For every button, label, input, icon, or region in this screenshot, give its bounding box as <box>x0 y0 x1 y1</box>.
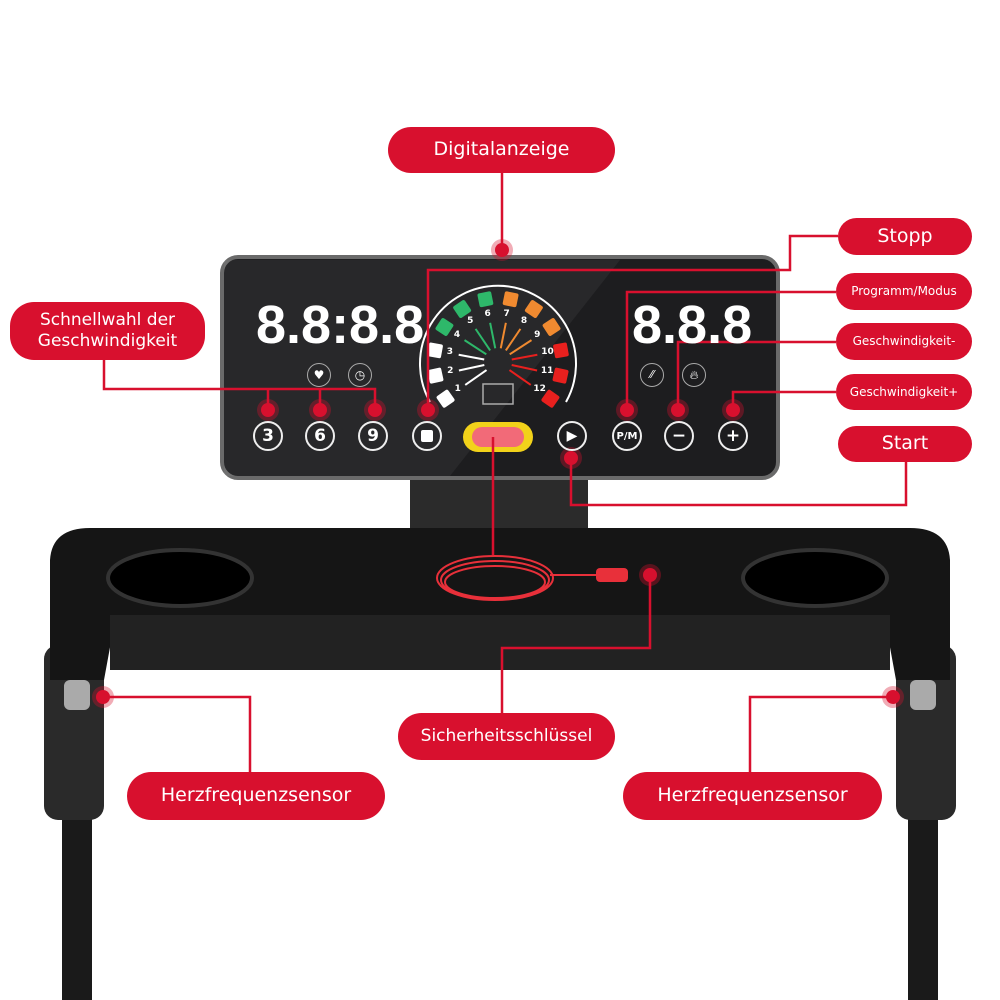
gauge-tick-label: 5 <box>467 316 474 327</box>
label-schnellwahl: Schnellwahl der Geschwindigkeit <box>10 302 205 360</box>
label-start: Start <box>838 426 972 462</box>
speed-minus-button[interactable]: − <box>664 421 694 451</box>
minus-icon: − <box>671 426 687 446</box>
speed-plus-button[interactable]: + <box>718 421 748 451</box>
label-stopp: Stopp <box>838 218 972 255</box>
runner-icon <box>482 383 514 405</box>
play-icon: ▶ <box>566 428 578 444</box>
gauge-line <box>505 328 522 351</box>
gauge-tick-label: 9 <box>534 329 541 340</box>
gauge-tick-label: 4 <box>453 329 461 340</box>
gauge-line <box>511 353 538 361</box>
label-programm-modus: Programm/Modus <box>836 273 972 310</box>
left-cup-holder <box>106 548 254 608</box>
gauge-segment <box>453 300 472 318</box>
gauge-tick-label: 3 <box>446 347 454 358</box>
quick-speed-6-button[interactable]: 6 <box>305 421 335 451</box>
speed-readout: 8.8.8 <box>632 295 753 355</box>
gauge-segment <box>427 367 444 384</box>
left-heart-sensor <box>64 680 90 710</box>
gauge-segment <box>541 389 560 408</box>
gauge-segment <box>524 300 543 318</box>
heart-icon: ♥ <box>307 363 331 387</box>
gauge-tick-label: 6 <box>484 308 491 319</box>
gauge-tick-label: 11 <box>540 366 554 377</box>
label-digitalanzeige: Digitalanzeige <box>388 127 615 173</box>
calories-flame-icon: 🔥︎ <box>682 363 706 387</box>
gauge-tick-label: 8 <box>520 316 528 327</box>
gauge-line <box>458 363 485 372</box>
marker-dots <box>96 243 900 704</box>
distance-icon: ⁄⁄ <box>640 363 664 387</box>
gauge-line <box>508 369 532 386</box>
console-deck <box>50 528 950 680</box>
gauge-tick-label: 1 <box>454 383 461 394</box>
right-cup-holder <box>741 548 889 608</box>
right-heart-sensor <box>910 680 936 710</box>
gauge-segment <box>477 291 494 308</box>
label-herzfrequenzsensor-right: Herzfrequenzsensor <box>623 772 882 820</box>
label-geschwindigkeit-plus: Geschwindigkeit+ <box>836 374 972 410</box>
gauge-line <box>509 339 533 356</box>
clock-icon: ◷ <box>348 363 372 387</box>
stop-button[interactable] <box>412 421 442 451</box>
gauge-tick-label: 2 <box>447 366 454 377</box>
gauge-line <box>489 322 497 349</box>
gauge-tick-label: 7 <box>503 308 510 319</box>
quick-speed-3-button[interactable]: 3 <box>253 421 283 451</box>
program-mode-button[interactable]: P/M <box>612 421 642 451</box>
gauge-tick-label: 10 <box>541 347 554 358</box>
gauge-segment <box>542 318 561 336</box>
gauge-line <box>464 369 488 386</box>
label-sicherheitsschluessel: Sicherheitsschlüssel <box>398 713 615 760</box>
gauge-line <box>463 339 487 356</box>
gauge-segment <box>552 367 569 384</box>
gauge-tick-label: 12 <box>533 383 546 394</box>
start-button[interactable]: ▶ <box>557 421 587 451</box>
gauge-segment <box>553 342 569 359</box>
label-geschwindigkeit-minus: Geschwindigkeit- <box>836 323 972 360</box>
gauge-segment <box>436 389 455 408</box>
label-herzfrequenzsensor-left: Herzfrequenzsensor <box>127 772 385 820</box>
stop-icon <box>421 430 433 442</box>
digital-display <box>220 255 780 480</box>
gauge-line <box>499 322 507 349</box>
time-readout: 8.8:8.8 <box>256 295 425 355</box>
gauge-segment <box>435 318 454 336</box>
gauge-line <box>511 363 538 372</box>
quick-speed-9-button[interactable]: 9 <box>358 421 388 451</box>
gauge-line <box>474 328 491 351</box>
plus-icon: + <box>725 426 741 446</box>
gauge-segment <box>427 342 443 359</box>
gauge-segment <box>502 291 519 308</box>
gauge-line <box>458 353 485 361</box>
